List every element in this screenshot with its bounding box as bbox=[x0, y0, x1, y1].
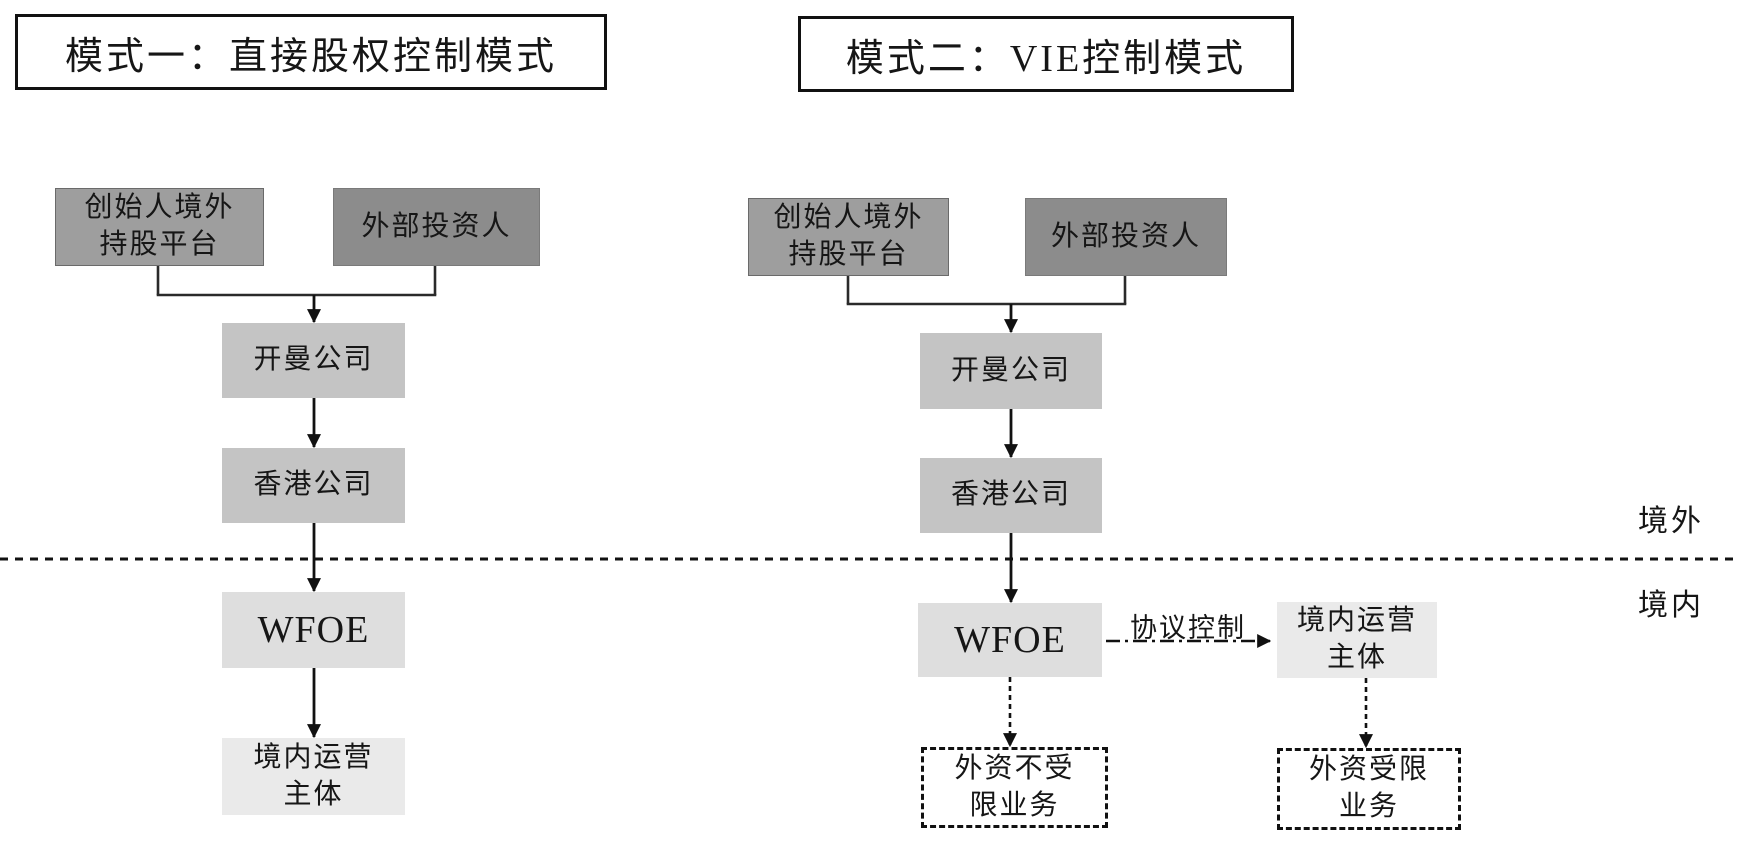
model1-title: 模式一：直接股权控制模式 bbox=[15, 14, 607, 90]
offshore-text: 境外 bbox=[1638, 505, 1704, 538]
onshore-text: 境内 bbox=[1638, 589, 1704, 622]
m1-node-external-investors: 外部投资人 bbox=[333, 188, 540, 266]
m2-node-domestic-operating-entity: 境内运营 主体 bbox=[1277, 602, 1437, 678]
m2-investor-label: 外部投资人 bbox=[1050, 220, 1201, 252]
m2-cayman-label: 开曼公司 bbox=[950, 354, 1071, 386]
m2-hk-label: 香港公司 bbox=[950, 479, 1071, 511]
m2-domestic-line2: 主体 bbox=[1326, 642, 1387, 673]
m1-node-cayman-company: 开曼公司 bbox=[222, 323, 405, 398]
m1-domestic-line2: 主体 bbox=[283, 778, 344, 810]
m2-node-cayman-company: 开曼公司 bbox=[920, 333, 1102, 409]
m2-domestic-line1: 境内运营 bbox=[1296, 605, 1417, 637]
m1-domestic-line1: 境内运营 bbox=[253, 741, 374, 773]
m1-founder-line2: 持股平台 bbox=[99, 229, 220, 260]
m1-shareholder-bracket bbox=[156, 264, 437, 297]
m2-wfoe-label: WFOE bbox=[954, 618, 1066, 661]
m1-founder-line1: 创始人境外 bbox=[84, 192, 235, 224]
m2-founder-line2: 持股平台 bbox=[788, 239, 909, 270]
m2-contract-control-label: 协议控制 bbox=[1108, 606, 1268, 645]
m2-node-wfoe: WFOE bbox=[918, 603, 1102, 677]
m2-node-unrestricted-business: 外资不受 限业务 bbox=[921, 747, 1108, 828]
onshore-label: 境内 bbox=[1628, 580, 1714, 624]
model2-title-text: 模式二：VIE控制模式 bbox=[845, 37, 1247, 80]
m2-shareholder-bracket bbox=[846, 274, 1127, 306]
m1-cayman-label: 开曼公司 bbox=[253, 344, 374, 376]
offshore-label: 境外 bbox=[1628, 496, 1714, 540]
m2-unrestricted-line1: 外资不受 bbox=[954, 752, 1075, 784]
m1-node-hongkong-company: 香港公司 bbox=[222, 448, 405, 523]
m2-node-founder-offshore-platform: 创始人境外 持股平台 bbox=[748, 198, 949, 276]
m2-restricted-line2: 业务 bbox=[1338, 791, 1399, 822]
m1-node-wfoe: WFOE bbox=[222, 592, 405, 668]
m2-node-hongkong-company: 香港公司 bbox=[920, 458, 1102, 533]
m1-wfoe-label: WFOE bbox=[257, 608, 370, 651]
m2-node-restricted-business: 外资受限 业务 bbox=[1277, 748, 1461, 830]
m1-investor-label: 外部投资人 bbox=[361, 210, 512, 242]
m2-founder-line1: 创始人境外 bbox=[773, 202, 924, 234]
m2-unrestricted-line2: 限业务 bbox=[969, 789, 1060, 821]
m2-restricted-line1: 外资受限 bbox=[1308, 754, 1429, 786]
m1-node-domestic-operating-entity: 境内运营 主体 bbox=[222, 738, 405, 815]
model1-title-text: 模式一：直接股权控制模式 bbox=[64, 35, 557, 78]
m2-dashed-arrows bbox=[1003, 634, 1373, 749]
m1-node-founder-offshore-platform: 创始人境外 持股平台 bbox=[55, 188, 264, 266]
m1-hk-label: 香港公司 bbox=[253, 469, 374, 501]
m2-contract-control-text: 协议控制 bbox=[1130, 613, 1246, 643]
model2-title: 模式二：VIE控制模式 bbox=[798, 16, 1294, 92]
m2-node-external-investors: 外部投资人 bbox=[1025, 198, 1227, 276]
